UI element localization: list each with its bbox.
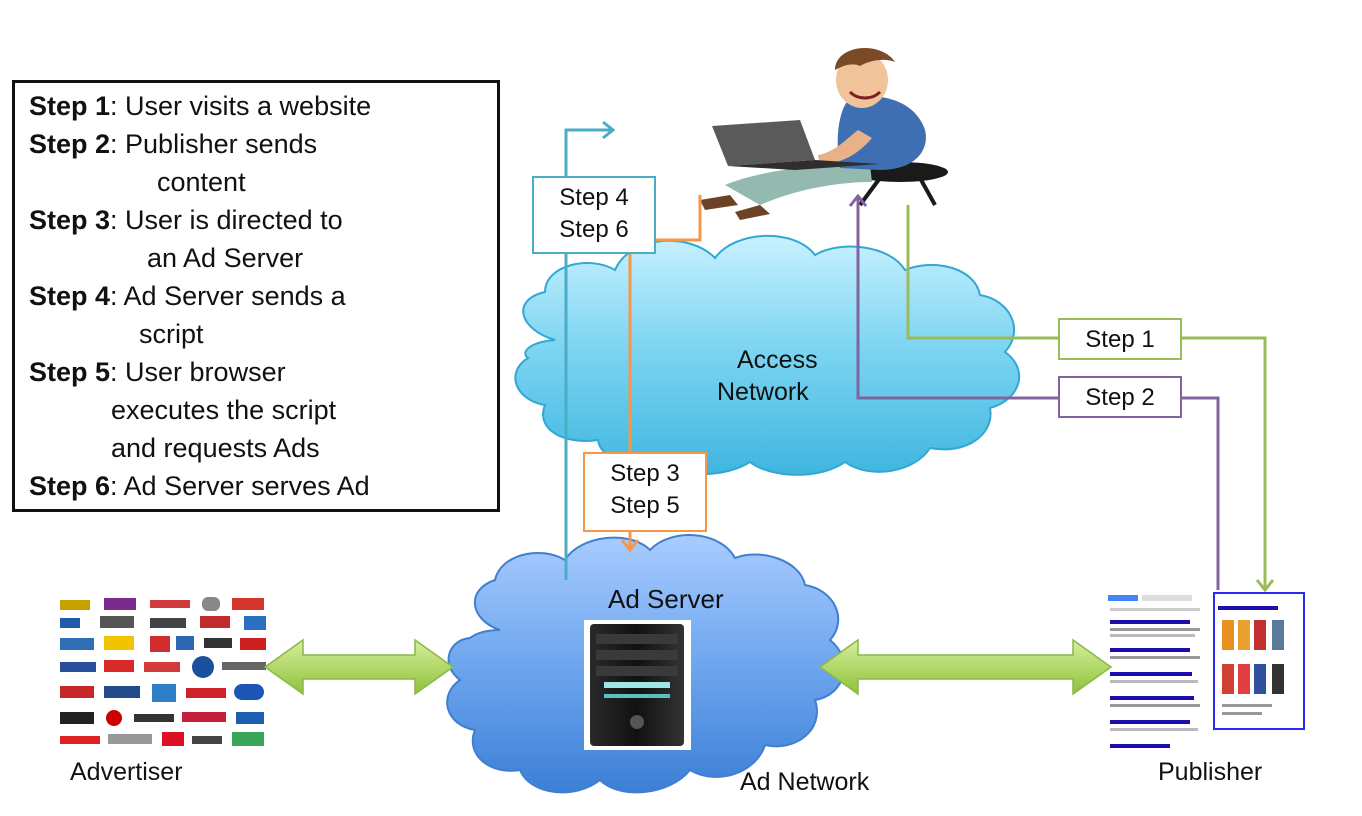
legend-step-5-text: : User browser [110,357,286,387]
steps-legend-box: Step 1: User visits a website Step 2: Pu… [12,80,500,512]
legend-step-4-key: Step 4 [29,281,111,311]
step-2-connector [848,193,1220,590]
step-5-label-text: Step 5 [610,492,680,519]
step-2-label-text: Step 2 [1085,384,1155,411]
legend-step-3-text: : User is directed to [110,205,343,235]
legend-step-4-cont: script [139,319,204,349]
step-3-label-text: Step 3 [610,460,680,487]
legend-step-6-key: Step 6 [29,471,111,501]
ad-server-label: Ad Server [608,584,724,614]
legend-step-5: Step 5: User browser [29,357,286,388]
step-4-label-text: Step 4 [559,184,629,211]
legend-step-6: Step 6: Ad Server serves Ad [29,471,370,502]
legend-step-3-key: Step 3 [29,205,111,235]
legend-step-4: Step 4: Ad Server sends a [29,281,346,312]
user-at-laptop-icon [700,48,948,220]
step-3-5-connector [620,195,702,553]
access-network-label-line2: Network [717,378,809,406]
legend-step-5-key: Step 5 [29,357,111,387]
advertiser-adnetwork-double-arrow [263,638,455,696]
step-1-label: Step 1 [1058,318,1182,360]
publisher-webpage-image [1105,592,1305,754]
legend-step-5-cont: executes the script [111,395,337,425]
legend-step-6-text: : Ad Server serves Ad [110,471,370,501]
server-icon [584,620,691,750]
legend-step-4-text: : Ad Server sends a [110,281,346,311]
legend-step-2-cont: content [157,167,246,197]
legend-step-1-text: : User visits a website [110,91,372,121]
legend-step-2-text: : Publisher sends [110,129,318,159]
access-network-label-line1: Access [737,346,818,374]
publisher-label: Publisher [1158,758,1263,786]
legend-step-5-cont2: and requests Ads [111,433,320,463]
legend-step-1: Step 1: User visits a website [29,91,371,122]
ad-network-label: Ad Network [740,768,870,796]
step-2-label: Step 2 [1058,376,1182,418]
legend-step-1-key: Step 1 [29,91,111,121]
step-1-label-text: Step 1 [1085,326,1155,353]
legend-step-2: Step 2: Publisher sends [29,129,317,160]
step-4-6-connector [564,120,616,580]
adnetwork-publisher-double-arrow [818,638,1113,696]
advertiser-label: Advertiser [70,758,183,786]
advertiser-logos-image [56,596,271,746]
legend-step-3: Step 3: User is directed to [29,205,343,236]
step-6-label-text: Step 6 [559,216,629,243]
legend-step-2-key: Step 2 [29,129,111,159]
legend-step-3-cont: an Ad Server [147,243,304,273]
step-4-6-label: Step 4 Step 6 [532,176,656,254]
step-3-5-label: Step 3 Step 5 [583,452,707,532]
